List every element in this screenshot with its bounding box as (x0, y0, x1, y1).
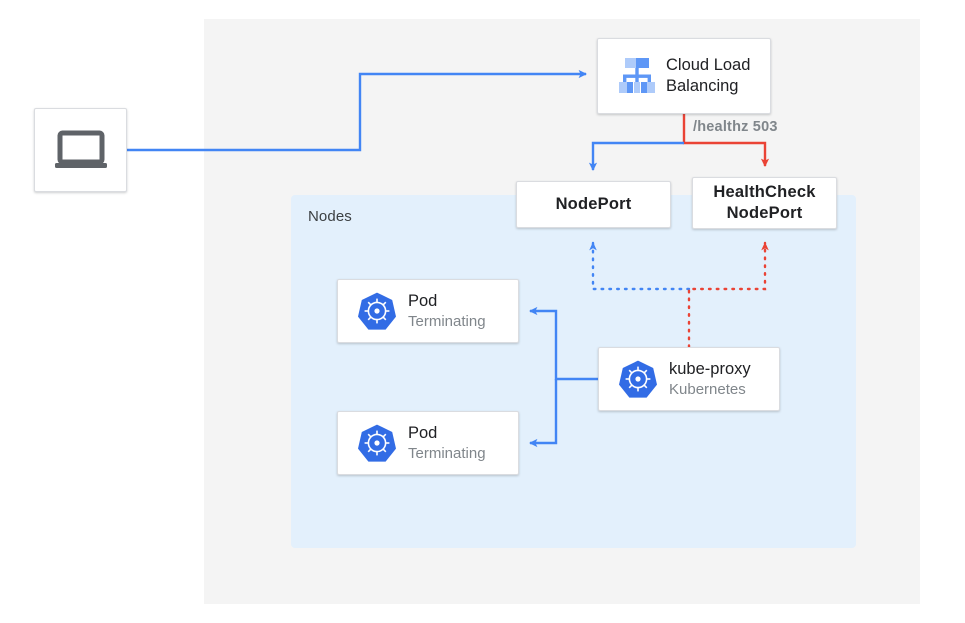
cloud-load-balancing-card[interactable]: Cloud Load Balancing (597, 38, 771, 114)
kubernetes-icon (346, 291, 408, 331)
kubernetes-icon (607, 359, 669, 399)
pod-2-text: Pod Terminating (408, 423, 486, 464)
kube-proxy-title: kube-proxy (669, 359, 751, 378)
healthcheck-nodeport-line-1: HealthCheck (713, 183, 816, 202)
cloud-load-balancing-line-1: Cloud Load (666, 55, 751, 74)
cloud-load-balancing-line-2: Balancing (666, 77, 739, 95)
kube-proxy-text: kube-proxy Kubernetes (669, 359, 751, 400)
pod-card-2[interactable]: Pod Terminating (337, 411, 519, 475)
nodeport-label: NodePort (555, 195, 632, 214)
healthcheck-nodeport-card[interactable]: HealthCheck NodePort (692, 177, 837, 229)
pod-2-title: Pod (408, 423, 438, 442)
laptop-icon (53, 129, 109, 171)
kube-proxy-subtitle: Kubernetes (669, 380, 746, 398)
cloud-load-balancing-text: Cloud Load Balancing (666, 55, 750, 98)
nodes-panel-label: Nodes (308, 208, 352, 225)
kubernetes-icon (346, 423, 408, 463)
kube-proxy-card[interactable]: kube-proxy Kubernetes (598, 347, 780, 411)
pod-2-status: Terminating (408, 444, 486, 462)
cloud-load-balancing-icon (608, 56, 666, 96)
pod-1-text: Pod Terminating (408, 291, 486, 332)
healthz-status-label: /healthz 503 (693, 119, 778, 135)
pod-1-title: Pod (408, 291, 438, 310)
healthcheck-nodeport-text: HealthCheck NodePort (713, 182, 815, 223)
client-device-card[interactable] (34, 108, 127, 192)
pod-1-status: Terminating (408, 312, 486, 330)
pod-card-1[interactable]: Pod Terminating (337, 279, 519, 343)
nodeport-card[interactable]: NodePort (516, 181, 671, 228)
healthcheck-nodeport-line-2: NodePort (726, 204, 803, 222)
